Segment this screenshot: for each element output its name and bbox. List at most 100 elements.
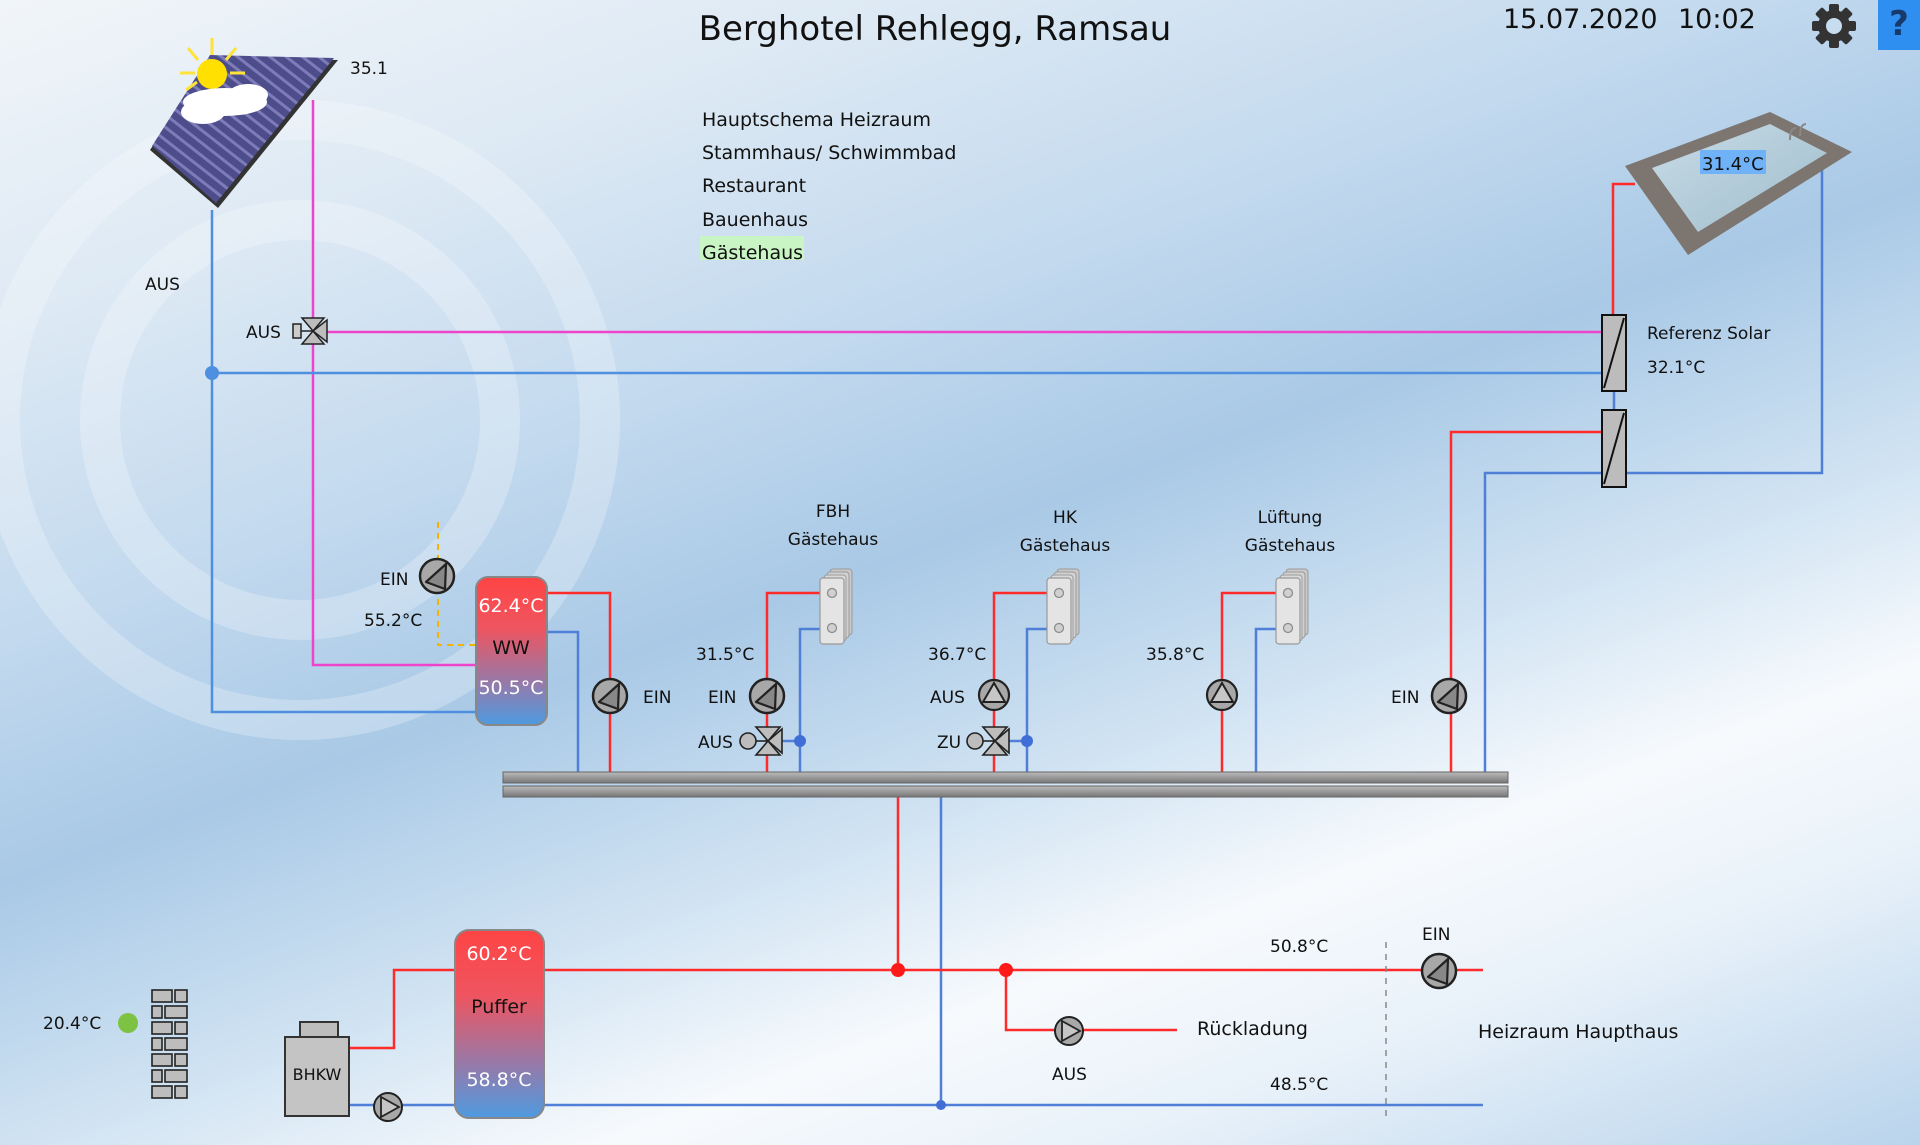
- lueftung-pump-icon[interactable]: [1205, 678, 1239, 712]
- heat-exchanger-solar[interactable]: [1601, 314, 1627, 392]
- lueftung-supply-pipe: [1220, 591, 1285, 773]
- junction-dot: [936, 1100, 946, 1110]
- header-time: 10:02: [1678, 4, 1756, 35]
- nav-active-highlight: [700, 236, 804, 260]
- fbh-subtitle: Gästehaus: [788, 530, 879, 550]
- main-pump-icon[interactable]: [1420, 952, 1458, 990]
- rueckladung-pump-status: AUS: [1052, 1065, 1087, 1085]
- bhkw-label: BHKW: [293, 1065, 342, 1084]
- lueftung-radiator-icon[interactable]: [1275, 568, 1309, 645]
- reference-solar-label: Referenz Solar: [1647, 324, 1770, 344]
- puffer-bottom-temperature: 58.8°C: [466, 1069, 531, 1091]
- junction-dot: [794, 735, 806, 747]
- nav-item-hauptschema[interactable]: Hauptschema Heizraum: [702, 109, 931, 131]
- pool-supply-pipe: [1611, 182, 1635, 315]
- fbh-pump-status: EIN: [708, 688, 736, 708]
- ww-return-pipe: [547, 630, 580, 773]
- hk-temperature: 36.7°C: [928, 645, 986, 665]
- ww-top-temperature: 62.4°C: [478, 595, 543, 617]
- junction-dot: [1021, 735, 1033, 747]
- nav-item-stammhaus[interactable]: Stammhaus/ Schwimmbad: [702, 142, 956, 164]
- bhkw-unit[interactable]: BHKW: [284, 1021, 350, 1117]
- fbh-mixing-valve-icon[interactable]: [739, 726, 783, 756]
- hk-mixing-valve-icon[interactable]: [966, 726, 1010, 756]
- pool-circuit-pump-icon[interactable]: [1430, 677, 1468, 715]
- nav-item-restaurant[interactable]: Restaurant: [702, 175, 806, 197]
- hk-pump-status: AUS: [930, 688, 965, 708]
- ww-circulation-pump-status: EIN: [643, 688, 671, 708]
- puffer-tank[interactable]: 60.2°C Puffer 58.8°C: [454, 929, 545, 1119]
- outdoor-temperature: 20.4°C: [43, 1014, 101, 1034]
- hk-return-pipe: [1025, 627, 1056, 773]
- reference-solar-temperature: 32.1°C: [1647, 358, 1705, 378]
- rueckladung-label: Rückladung: [1197, 1018, 1308, 1040]
- ww-charge-temperature: 55.2°C: [364, 611, 422, 631]
- header-date: 15.07.2020: [1503, 4, 1658, 35]
- fbh-pump-icon[interactable]: [748, 677, 786, 715]
- lueftung-return-pipe: [1254, 627, 1285, 773]
- wall-icon: [151, 989, 188, 1099]
- fbh-temperature: 31.5°C: [696, 645, 754, 665]
- lueftung-subtitle: Gästehaus: [1245, 536, 1336, 556]
- junction-dot: [891, 963, 905, 977]
- cloud-icon: [181, 84, 268, 124]
- sensor-line: [437, 522, 476, 646]
- lueftung-title: Lüftung: [1258, 508, 1323, 528]
- sun-icon: [180, 38, 245, 92]
- bhkw-pump-icon[interactable]: [373, 1092, 403, 1122]
- pool-return-pipe: [1626, 170, 1824, 475]
- bhkw-supply-pipe: [350, 968, 455, 1050]
- pool-temperature: 31.4°C: [1702, 154, 1764, 175]
- solar-valve-status: AUS: [246, 323, 281, 343]
- ww-charge-pump-icon[interactable]: [418, 557, 456, 595]
- gear-icon[interactable]: [1812, 4, 1856, 48]
- manifold: [502, 771, 1509, 798]
- heizraum-haupthaus-link[interactable]: Heizraum Haupthaus: [1478, 1021, 1678, 1043]
- swimming-pool[interactable]: 31.4°C: [1625, 112, 1852, 255]
- pool-temp-highlight: [1700, 150, 1766, 174]
- main-pump-status: EIN: [1422, 925, 1450, 945]
- pool-ladder-icon: [1789, 123, 1807, 141]
- hk-subtitle: Gästehaus: [1020, 536, 1111, 556]
- nav-menu: Hauptschema Heizraum Stammhaus/ Schwimmb…: [700, 109, 956, 264]
- nav-item-bauenhaus[interactable]: Bauenhaus: [702, 209, 808, 231]
- ww-label: WW: [492, 637, 530, 659]
- solar-pump-status: AUS: [145, 275, 180, 295]
- ww-circulation-pump-icon[interactable]: [591, 677, 629, 715]
- pipes: [210, 100, 1824, 1120]
- fbh-radiator-icon[interactable]: [819, 568, 853, 645]
- outdoor-status-indicator: [118, 1013, 138, 1033]
- pool-circuit-pump-status: EIN: [1391, 688, 1419, 708]
- hk-pump-icon[interactable]: [977, 678, 1011, 712]
- rueckladung-pump-icon[interactable]: [1054, 1016, 1084, 1046]
- ww-tank[interactable]: 62.4°C WW 50.5°C: [475, 576, 548, 726]
- page-title: Berghotel Rehlegg, Ramsau: [699, 9, 1172, 49]
- help-button[interactable]: ?: [1878, 0, 1920, 50]
- puffer-top-temperature: 60.2°C: [466, 943, 531, 965]
- puffer-label: Puffer: [471, 996, 527, 1018]
- fbh-title: FBH: [816, 502, 850, 522]
- supply-temperature: 50.8°C: [1270, 937, 1328, 957]
- solar-three-way-valve[interactable]: [292, 317, 328, 345]
- hk-radiator-icon[interactable]: [1046, 568, 1080, 645]
- lueftung-temperature: 35.8°C: [1146, 645, 1204, 665]
- return-temperature: 48.5°C: [1270, 1075, 1328, 1095]
- nav-item-gaestehaus[interactable]: Gästehaus: [702, 242, 803, 264]
- ww-charge-pump-status: EIN: [380, 570, 408, 590]
- hx-return-pipe: [1483, 471, 1603, 773]
- fbh-return-pipe: [798, 627, 830, 773]
- heat-exchanger-pool[interactable]: [1601, 409, 1627, 488]
- junction-dot: [999, 963, 1013, 977]
- hx-supply-pipe: [1449, 430, 1603, 773]
- collector-temperature: 35.1: [350, 59, 388, 79]
- solar-collector[interactable]: [150, 38, 338, 208]
- hk-supply-pipe: [992, 591, 1056, 773]
- hk-valve-status: ZU: [937, 733, 961, 753]
- rueckladung-pipe: [1004, 970, 1177, 1032]
- solar-supply-pipe: [311, 100, 476, 667]
- background-watermark: [0, 100, 620, 740]
- hk-title: HK: [1053, 508, 1078, 528]
- junction-dot: [205, 366, 219, 380]
- ww-bottom-temperature: 50.5°C: [478, 677, 543, 699]
